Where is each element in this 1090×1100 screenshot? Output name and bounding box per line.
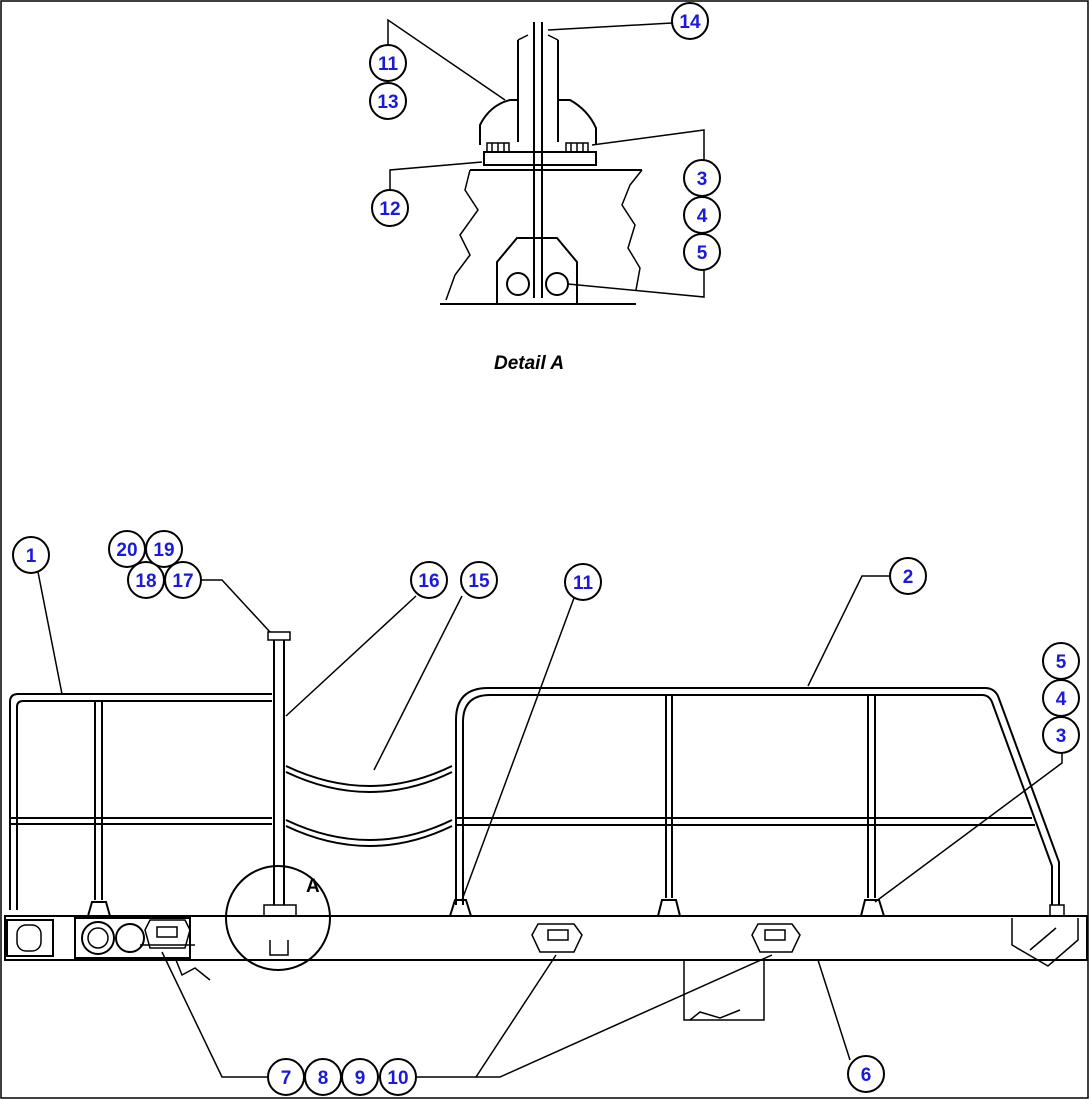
callout-4-detail: 4 xyxy=(683,196,721,234)
beam-clamp-right xyxy=(751,923,801,953)
callout-12: 12 xyxy=(371,189,409,227)
callout-17: 17 xyxy=(164,561,202,599)
callout-5-detail: 5 xyxy=(683,233,721,271)
svg-text:8: 8 xyxy=(318,1068,329,1089)
svg-text:4: 4 xyxy=(697,206,708,227)
callout-19: 19 xyxy=(145,530,183,568)
callout-10: 10 xyxy=(379,1058,417,1096)
detail-a-marker-circle xyxy=(225,865,331,971)
beam-clamp-left xyxy=(140,919,195,949)
svg-text:13: 13 xyxy=(377,92,398,113)
svg-text:1: 1 xyxy=(26,546,37,567)
svg-text:14: 14 xyxy=(679,12,701,33)
svg-text:5: 5 xyxy=(1056,652,1067,673)
svg-text:3: 3 xyxy=(697,169,708,190)
svg-text:18: 18 xyxy=(135,571,156,592)
svg-text:16: 16 xyxy=(418,571,439,592)
detail-caption: Detail A xyxy=(494,353,564,374)
callout-9: 9 xyxy=(341,1058,379,1096)
callout-6: 6 xyxy=(847,1055,885,1093)
beam-clamp-middle xyxy=(531,923,583,953)
svg-text:11: 11 xyxy=(573,573,594,594)
svg-text:2: 2 xyxy=(903,567,914,588)
handrail-main-view xyxy=(4,571,1088,1078)
svg-text:6: 6 xyxy=(861,1065,872,1086)
callout-13: 13 xyxy=(369,82,407,120)
callout-11-main: 11 xyxy=(564,563,602,601)
callout-8: 8 xyxy=(304,1058,342,1096)
callout-1: 1 xyxy=(12,536,50,574)
detail-a-view xyxy=(387,18,705,305)
callout-3-main: 3 xyxy=(1042,716,1080,754)
svg-text:9: 9 xyxy=(355,1068,366,1089)
callout-5-main: 5 xyxy=(1042,642,1080,680)
svg-text:3: 3 xyxy=(1056,726,1067,747)
svg-text:17: 17 xyxy=(172,571,193,592)
callout-3-detail: 3 xyxy=(683,159,721,197)
callout-14: 14 xyxy=(671,2,709,40)
svg-text:11: 11 xyxy=(378,54,399,75)
callout-18: 18 xyxy=(127,561,165,599)
svg-text:5: 5 xyxy=(697,243,708,264)
callout-2: 2 xyxy=(889,557,927,595)
svg-text:4: 4 xyxy=(1056,689,1067,710)
callout-11-detail: 11 xyxy=(369,44,407,82)
svg-text:12: 12 xyxy=(379,199,400,220)
svg-text:15: 15 xyxy=(468,571,490,592)
detail-marker-letter: A xyxy=(306,876,320,897)
callout-15: 15 xyxy=(460,561,498,599)
callout-4-main: 4 xyxy=(1042,679,1080,717)
callout-20: 20 xyxy=(108,530,146,568)
callout-16: 16 xyxy=(410,561,448,599)
svg-text:20: 20 xyxy=(116,540,137,561)
callout-7: 7 xyxy=(267,1058,305,1096)
svg-text:7: 7 xyxy=(281,1068,292,1089)
svg-text:19: 19 xyxy=(153,540,174,561)
svg-text:10: 10 xyxy=(387,1068,408,1089)
